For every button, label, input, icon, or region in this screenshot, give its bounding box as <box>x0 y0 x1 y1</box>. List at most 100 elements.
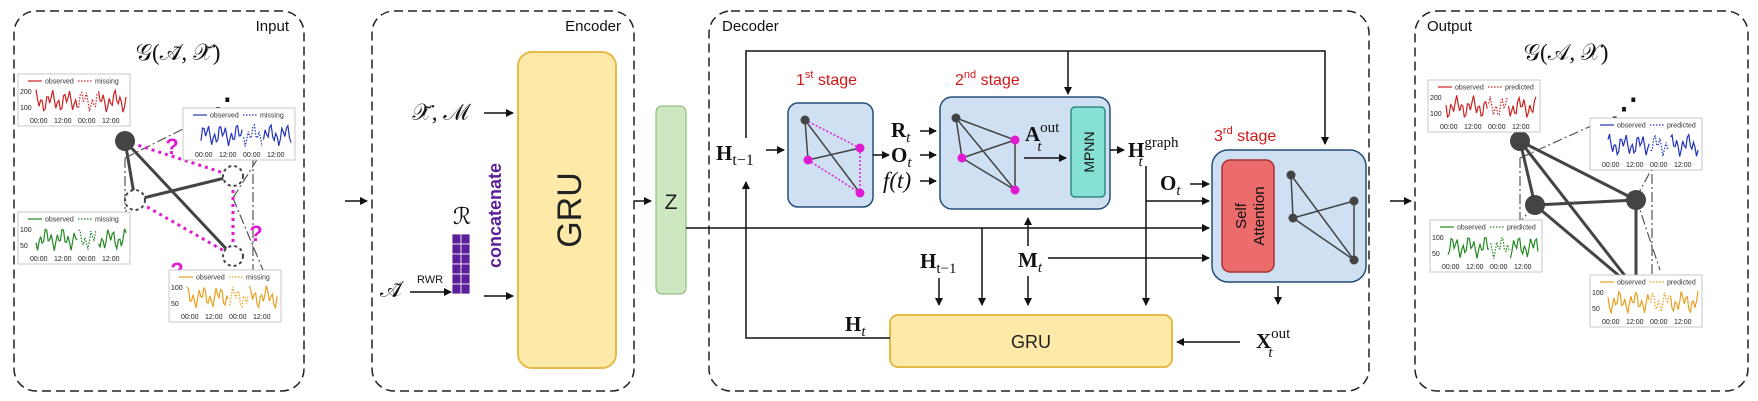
y-tick: 100 <box>171 285 183 292</box>
decoder-panel-title: Decoder <box>722 18 779 35</box>
x-tick: 12:00 <box>205 314 223 321</box>
x-tick: 00:00 <box>229 314 247 321</box>
series-line <box>35 88 127 113</box>
x-tick: 12:00 <box>1464 124 1482 131</box>
input-panel-title: Input <box>256 18 290 35</box>
graph-node-missing <box>222 165 244 187</box>
series-line-missing <box>229 286 249 309</box>
x-tick: 12:00 <box>1466 264 1484 271</box>
stage2-graph <box>951 113 1020 195</box>
input-formula: 𝒢(𝒜̃, 𝒳̃) <box>136 40 221 65</box>
series-line <box>1445 95 1537 119</box>
r-label: ℛ <box>453 204 471 229</box>
y-tick: 50 <box>1592 306 1600 313</box>
stage3-label: 3rd stage <box>1214 125 1276 145</box>
z-label: Z <box>665 191 678 214</box>
x-tick: 00:00 <box>30 118 48 125</box>
decoder-h-t: Ht <box>845 312 866 340</box>
x-tick: 00:00 <box>1490 264 1508 271</box>
encoder-panel-title: Encoder <box>565 18 621 35</box>
encoder-gru-block <box>517 51 617 369</box>
series-line-missing <box>1650 292 1670 312</box>
x-tick: 12:00 <box>1674 162 1692 169</box>
decoder-o-t2: Ot <box>1160 171 1181 199</box>
top-feedback-path <box>745 50 1329 145</box>
series-line <box>200 123 292 147</box>
series-line <box>186 285 278 310</box>
matrix-cell <box>451 253 462 265</box>
x-tick: 12:00 <box>54 118 72 125</box>
x-tick: 12:00 <box>267 152 285 159</box>
stage3-graph <box>1286 170 1359 265</box>
x-tick: 00:00 <box>1488 124 1506 131</box>
output-graph <box>1510 131 1646 300</box>
x-tick: 00:00 <box>1650 162 1668 169</box>
y-tick: 200 <box>1430 95 1442 102</box>
x-tick: 12:00 <box>1512 124 1530 131</box>
legend-missing: missing <box>95 79 119 86</box>
x-tick: 00:00 <box>243 152 261 159</box>
matrix-cell <box>451 243 462 255</box>
series-line-missing <box>78 90 98 112</box>
legend-observed: observed <box>196 275 225 282</box>
x-tick: 00:00 <box>78 256 96 263</box>
self-attention-label: Self <box>1233 202 1250 229</box>
matrix-cell <box>451 263 462 275</box>
legend-observed: observed <box>1455 85 1484 92</box>
graph-node <box>115 131 135 151</box>
legend-observed: observed <box>45 79 74 86</box>
x-tick: 00:00 <box>1602 162 1620 169</box>
matrix-cell <box>460 263 471 275</box>
series-line-missing <box>243 123 263 147</box>
stage1-label: 1st stage <box>796 69 857 89</box>
matrix-cell <box>460 283 471 295</box>
series-line <box>1447 237 1539 259</box>
graph-node <box>1626 190 1646 210</box>
ht-feedback-path <box>742 181 890 339</box>
x-tick: 12:00 <box>219 152 237 159</box>
x-tick: 00:00 <box>181 314 199 321</box>
decoder-f-t: f(t) <box>883 168 911 193</box>
mpnn-block <box>1070 106 1106 198</box>
encoder-input-xm: 𝒳̃, ℳ <box>412 100 471 125</box>
x-tick: 12:00 <box>1626 162 1644 169</box>
input-panel <box>13 10 305 392</box>
decoder-gru-block <box>889 314 1173 368</box>
y-tick: 50 <box>1432 251 1440 258</box>
series-line <box>1607 132 1699 157</box>
matrix-cell <box>460 243 471 255</box>
legend-observed: observed <box>1617 123 1646 130</box>
matrix-cell <box>451 233 462 245</box>
y-tick: 200 <box>20 89 32 96</box>
legend-observed: observed <box>210 113 239 120</box>
encoder-gru-label: GRU <box>551 172 589 248</box>
self-attention-block <box>1221 159 1275 273</box>
legend-missing: predicted <box>1667 123 1696 130</box>
x-tick: 00:00 <box>78 118 96 125</box>
graph-node-missing <box>222 245 244 267</box>
output-panel-title: Output <box>1427 18 1473 35</box>
legend-missing: predicted <box>1505 85 1534 92</box>
matrix-cell <box>451 283 462 295</box>
input-charts: observed missing 200 100 00:00 12:00 00:00 12:0… <box>17 73 296 323</box>
legend-missing: missing <box>246 275 270 282</box>
question-mark: ? <box>249 221 262 246</box>
x-tick: 12:00 <box>102 256 120 263</box>
x-tick: 12:00 <box>1626 319 1644 326</box>
series-line <box>1607 290 1699 315</box>
matrix-cell <box>460 273 471 285</box>
x-tick: 12:00 <box>1674 319 1692 326</box>
legend-observed: observed <box>45 217 74 224</box>
series-line <box>35 228 127 251</box>
legend-missing: predicted <box>1667 280 1696 287</box>
x-tick: 00:00 <box>1602 319 1620 326</box>
y-tick: 50 <box>171 301 179 308</box>
